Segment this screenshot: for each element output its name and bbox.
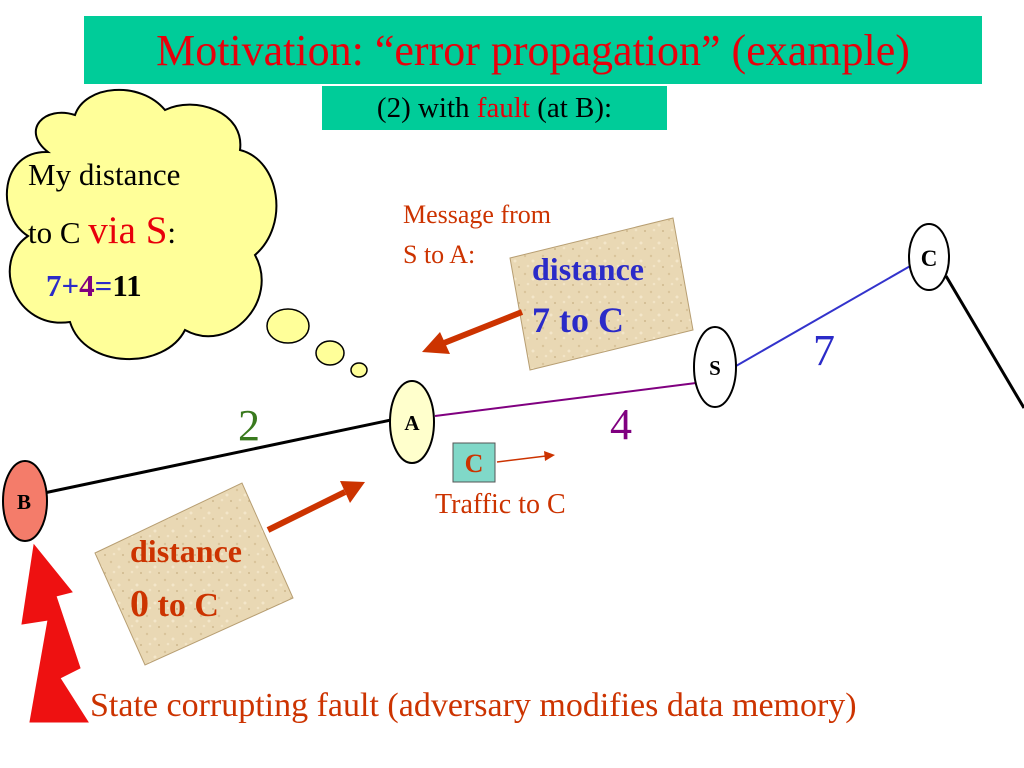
subtitle-prefix: (2) with [376,91,470,124]
title-banner: Motivation: “error propagation” (example… [84,16,982,84]
thought-line-1: My distance [28,157,181,192]
arrow-traffic [496,451,555,463]
node-C [908,223,950,291]
node-A [389,380,435,464]
message-note-s-to-a [509,217,694,371]
node-B [2,460,48,542]
eq-seven: 7 [46,268,62,303]
message-caption-line-1: Message from [403,200,552,229]
fault-caption: State corrupting fault (adversary modifi… [90,687,857,724]
thought-line-2: to C via S: [28,208,176,253]
subtitle-banner: (2) with fault (at B): [322,86,667,130]
edge-A-S [434,382,697,417]
traffic-packet-label: C [465,449,484,478]
thought-equation: 7+4=11 [46,268,142,304]
message-b-a-zero: 0 [130,583,149,625]
page-title: Motivation: “error propagation” (example… [156,25,910,75]
thought-dot-medium [315,340,345,366]
thought-via-s: via S [88,209,168,252]
message-note-b-to-a [94,482,294,666]
message-b-a-line-2: 0 to C [130,582,219,626]
node-A-label: A [404,411,420,435]
thought-to-c: to C [28,215,89,250]
thought-bubble [6,89,278,360]
edge-B-A [43,418,392,495]
traffic-label: Traffic to C [435,489,566,520]
thought-cloud [6,89,368,378]
thought-dot-large [266,308,310,344]
edge-C-offscreen [944,275,1024,409]
edge-S-C [735,264,913,367]
arrow-fault-message-to-a [266,481,365,533]
message-caption-line-2: S to A: [403,240,476,269]
node-S [693,326,737,408]
traffic-packet [452,442,496,483]
weight-S-C: 7 [813,326,835,375]
message-s-a-line-1: distance [532,251,644,287]
message-s-a-line-2: 7 to C [532,300,624,340]
eq-four: 4 [79,268,95,303]
eq-plus: + [61,268,80,303]
thought-colon: : [167,215,177,250]
eq-result: 11 [112,268,142,303]
thought-dot-small [350,362,368,378]
node-B-label: B [17,490,31,514]
message-b-a-to-c: to C [149,587,219,624]
node-C-label: C [921,246,938,271]
arrow-message-to-a [422,309,524,354]
message-b-a-line-1: distance [130,533,242,569]
weight-A-S: 4 [610,400,632,449]
weight-B-A: 2 [238,401,260,450]
eq-equals: = [94,268,113,303]
subtitle-suffix: (at B): [537,91,613,124]
lightning-bolt-icon [21,543,89,723]
node-S-label: S [709,356,721,380]
subtitle-fault-word: fault [476,91,530,124]
